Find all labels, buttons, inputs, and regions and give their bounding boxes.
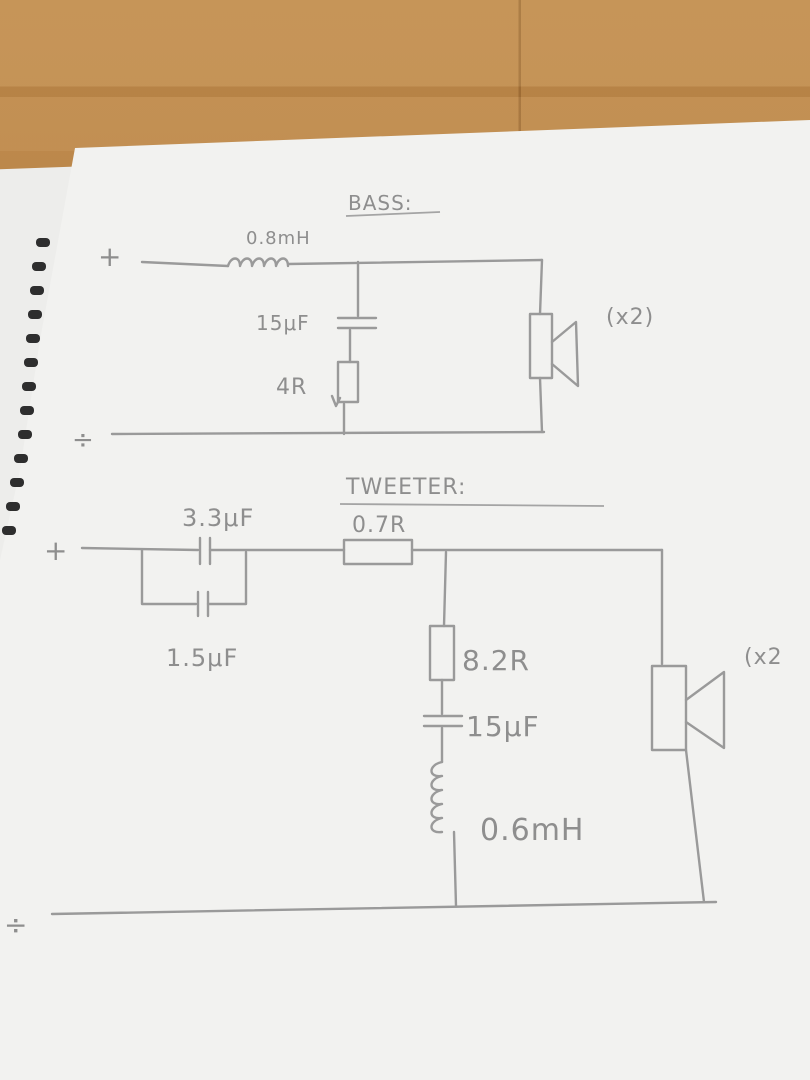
spiral-binding [2,238,50,535]
bass-resistor-label: 4R [276,375,307,400]
bass-capacitor-label: 15μF [256,311,310,335]
tweeter-parallel-wire-left [140,548,198,606]
tweeter-speaker-magnet [650,664,688,752]
tweeter-shunt-inductor-coil [430,760,444,834]
bass-heading: BASS: [348,191,413,215]
bass-bottom-wire [110,430,546,436]
bass-inductor-coil [226,257,290,268]
tweeter-shunt-inductor-label: 0.6mH [480,813,585,848]
tweeter-shunt-wire-bottom [452,830,458,908]
bass-top-wire-right [286,258,544,266]
tweeter-series-capacitor-label: 3.3μF [182,504,254,532]
bass-speaker-cone [550,320,580,388]
tweeter-series-resistor-label: 0.7R [352,513,406,538]
tweeter-minus-terminal: ÷ [4,908,28,941]
tweeter-bottom-wire [50,900,718,916]
bass-inductor-label: 0.8mH [246,228,311,249]
tweeter-shunt-resistor-label: 8.2R [462,644,530,677]
bass-plus-terminal: + [98,240,122,273]
tweeter-speaker-wire-bottom [684,748,706,904]
bass-speaker-wire-top [538,258,544,316]
tweeter-shunt-capacitor-label: 15μF [466,710,540,743]
bass-resistor-arrow [330,394,342,408]
bass-top-wire-left [140,260,230,268]
bass-heading-underline [345,211,441,217]
tweeter-speaker-count: (x2 [744,645,783,670]
tweeter-heading: TWEETER: [345,475,466,500]
paper-sheet [0,120,810,1080]
bass-minus-terminal: ÷ [72,425,95,455]
tweeter-speaker-cone [684,670,726,750]
bass-speaker-wire-bottom [538,376,544,434]
tweeter-parallel-capacitor-label: 1.5μF [166,644,238,672]
tweeter-plus-terminal: + [44,534,68,567]
tweeter-top-wire-left [80,546,200,552]
tweeter-series-resistor [342,538,414,566]
tweeter-shunt-wire-top [442,550,448,628]
tweeter-parallel-wire-right [206,550,248,606]
bass-resistor [336,360,360,404]
tweeter-heading-underline [339,503,605,507]
bass-speaker-count: (x2) [606,305,654,330]
